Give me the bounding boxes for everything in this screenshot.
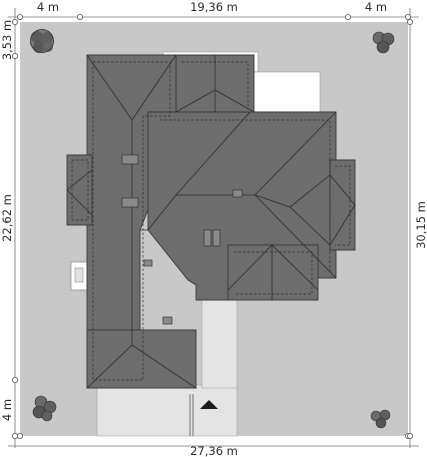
skylight-1 (121, 154, 139, 165)
roof-right-dormer (329, 159, 356, 251)
ridge-lines (66, 54, 356, 389)
skylight-3 (232, 189, 243, 198)
tree-icon (372, 31, 395, 54)
roof-windows (121, 154, 243, 325)
tree-icon (370, 409, 391, 429)
tree-icon (30, 29, 54, 53)
side-step-inner (74, 267, 84, 283)
roof-bottom-hip (86, 329, 197, 389)
roof (66, 54, 356, 389)
dim-left-top: 3,53 m (0, 20, 14, 60)
skylight-2 (121, 197, 139, 208)
skylight-4 (203, 229, 212, 247)
dim-left-middle: 22,62 m (0, 194, 14, 242)
tree-icon (32, 395, 57, 422)
skylight-5 (212, 229, 221, 247)
dim-top-right: 4 m (365, 0, 387, 14)
eave-lines (71, 61, 351, 381)
skylight-7 (162, 316, 173, 325)
dim-left-bottom: 4 m (0, 399, 14, 421)
north-arrow-icon (200, 400, 218, 409)
dim-top-left: 4 m (37, 0, 59, 14)
roof-porch (227, 244, 319, 301)
dimension-ticks (11, 13, 413, 439)
dim-top-center: 19,36 m (190, 0, 238, 14)
roof-left-dormer (66, 154, 93, 226)
dim-bottom: 27,36 m (190, 444, 238, 457)
skylight-6 (143, 259, 153, 267)
dim-right: 30,15 m (414, 201, 427, 249)
driveway (96, 384, 238, 437)
driveway-upper (201, 287, 238, 389)
